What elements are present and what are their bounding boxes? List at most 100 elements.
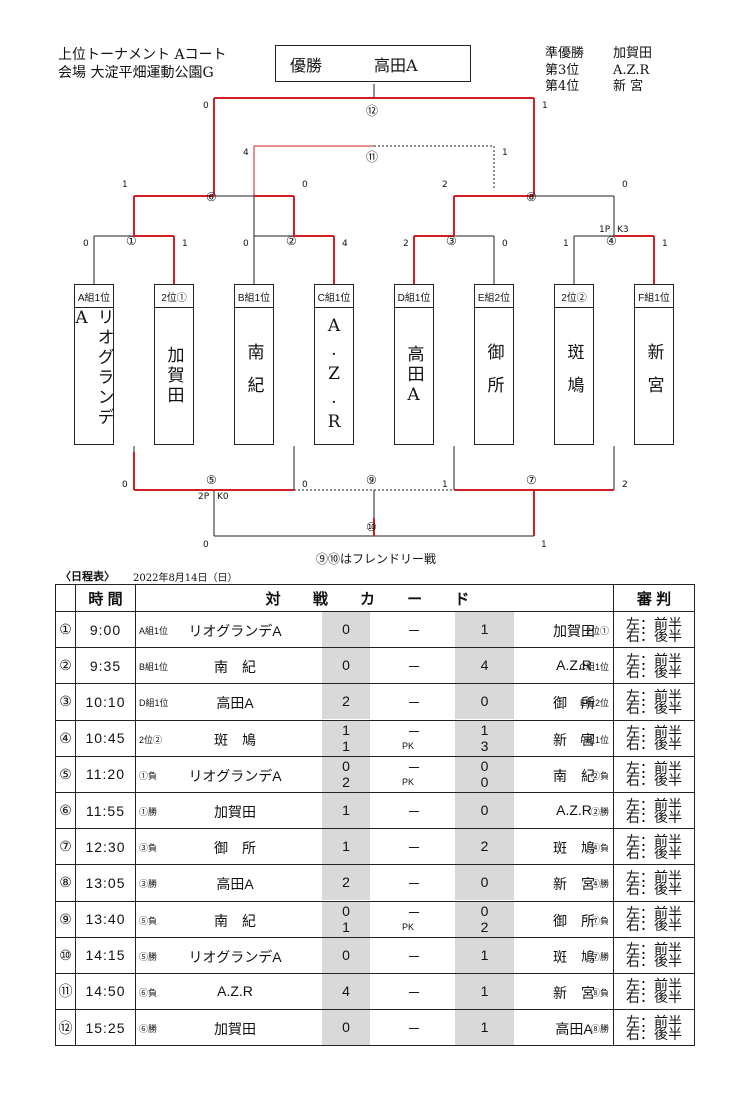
score-dash: － xyxy=(407,948,421,965)
match-no: ⑪ xyxy=(55,972,76,1011)
score-left: 0 xyxy=(342,946,350,963)
team-right: 加賀田 xyxy=(553,623,595,640)
match-time: 10:10 xyxy=(75,683,136,721)
team-right: 新 宮 xyxy=(553,984,595,1001)
referee: 左：前半右：後半 xyxy=(613,828,695,866)
score-right-1: 1 xyxy=(480,721,489,738)
match-number-2: ② xyxy=(286,234,297,248)
match-number-3: ③ xyxy=(446,234,457,248)
referee: 左：前半右：後半 xyxy=(613,683,695,721)
seed-left: ⑤負 xyxy=(139,915,158,926)
team-seed-label: A組1位 xyxy=(74,284,114,308)
referee: 左：前半右：後半 xyxy=(613,719,695,757)
referee: 左：前半右：後半 xyxy=(613,791,695,830)
ref-first-half: 左：前半 xyxy=(626,724,682,741)
score-m8-left: 2 xyxy=(442,180,448,190)
team-name: リオグランデA xyxy=(72,308,114,445)
ref-second-half: 右：後半 xyxy=(626,772,682,789)
match-number-11: ⑪ xyxy=(366,150,379,164)
seed-right: E組2位 xyxy=(579,698,609,709)
score-right-2: 2 xyxy=(480,918,489,935)
team-seed-label: E組2位 xyxy=(474,284,514,308)
ref-second-half: 右：後半 xyxy=(626,953,682,970)
champion-label: 優勝 xyxy=(290,55,323,75)
score-m3-right: 0 xyxy=(502,239,508,249)
team-slot: E組2位 御所 xyxy=(474,284,514,445)
pk-label: PK xyxy=(402,921,415,932)
team-left: 御 所 xyxy=(214,840,256,857)
team-right: 高田A xyxy=(555,1021,593,1038)
score-m7-right: 2 xyxy=(622,480,628,490)
team-left: A.Z.R xyxy=(217,982,253,999)
seed-right: C組1位 xyxy=(579,662,609,673)
match-time: 9:00 xyxy=(75,610,136,649)
score-dash: － xyxy=(407,759,421,776)
match-number-6: ⑥ xyxy=(206,190,217,204)
team-right: 新 宮 xyxy=(553,876,595,893)
pk-m4-right: K3 xyxy=(617,225,629,235)
score-m5-left: 0 xyxy=(122,480,128,490)
team-seed-label: C組1位 xyxy=(314,284,354,308)
pk-m5-right: K0 xyxy=(217,492,229,502)
score-right: 1 xyxy=(480,946,489,963)
score-m4-right: 1 xyxy=(662,239,668,249)
team-left: 高田A xyxy=(216,695,254,712)
seed-right: F組1位 xyxy=(580,734,609,745)
score-dash: － xyxy=(407,840,421,857)
match-time: 10:45 xyxy=(75,719,136,757)
score-m9-right: 1 xyxy=(442,480,448,490)
score-m12-left: 0 xyxy=(203,101,209,111)
schedule-date: 2022年8月14日（日） xyxy=(133,573,238,584)
team-right: 新 宮 xyxy=(553,731,595,748)
rank-label: 第4位 xyxy=(545,79,580,94)
ref-first-half: 左：前半 xyxy=(626,941,682,958)
team-seed-label: 2位② xyxy=(554,284,594,308)
score-m11-left: 4 xyxy=(243,148,249,158)
score-dash: － xyxy=(407,876,421,893)
team-seed-label: 2位① xyxy=(154,284,194,308)
seed-left: ⑥負 xyxy=(139,987,158,998)
team-name: 高田A xyxy=(394,308,434,445)
score-m11-right: 1 xyxy=(502,148,508,158)
match-no: ⑫ xyxy=(55,1009,76,1047)
rank-team: 新 宮 xyxy=(613,79,644,94)
ref-first-half: 左：前半 xyxy=(626,977,682,994)
ref-first-half: 左：前半 xyxy=(626,760,682,777)
score-m4-left: 1 xyxy=(563,239,569,249)
team-seed-label: D組1位 xyxy=(394,284,434,308)
team-right: 斑 鳩 xyxy=(553,840,595,857)
team-right: A.Z.R xyxy=(556,802,592,819)
match-number-9: ⑨ xyxy=(366,473,377,487)
header-time: 時 間 xyxy=(75,584,136,612)
ref-first-half: 左：前半 xyxy=(626,868,682,885)
team-seed-label: B組1位 xyxy=(234,284,274,308)
score-dash: － xyxy=(407,723,421,740)
seed-left: ⑤勝 xyxy=(139,951,158,962)
referee: 左：前半右：後半 xyxy=(613,864,695,902)
seed-right: ④負 xyxy=(590,843,609,854)
score-m10-left: 0 xyxy=(203,540,209,550)
score-left: 2 xyxy=(342,693,350,710)
pk-m5-left: 2P xyxy=(198,492,210,502)
team-slot: 2位② 斑鳩 xyxy=(554,284,594,445)
referee: 左：前半右：後半 xyxy=(613,900,695,938)
match-number-4: ④ xyxy=(606,234,617,248)
referee: 左：前半右：後半 xyxy=(613,755,695,793)
rank-team: 加賀田 xyxy=(613,46,653,61)
score-left-1: 0 xyxy=(342,902,350,919)
match-time: 12:30 xyxy=(75,828,136,866)
seed-left: ①負 xyxy=(139,770,158,781)
match-no: ① xyxy=(55,610,76,649)
